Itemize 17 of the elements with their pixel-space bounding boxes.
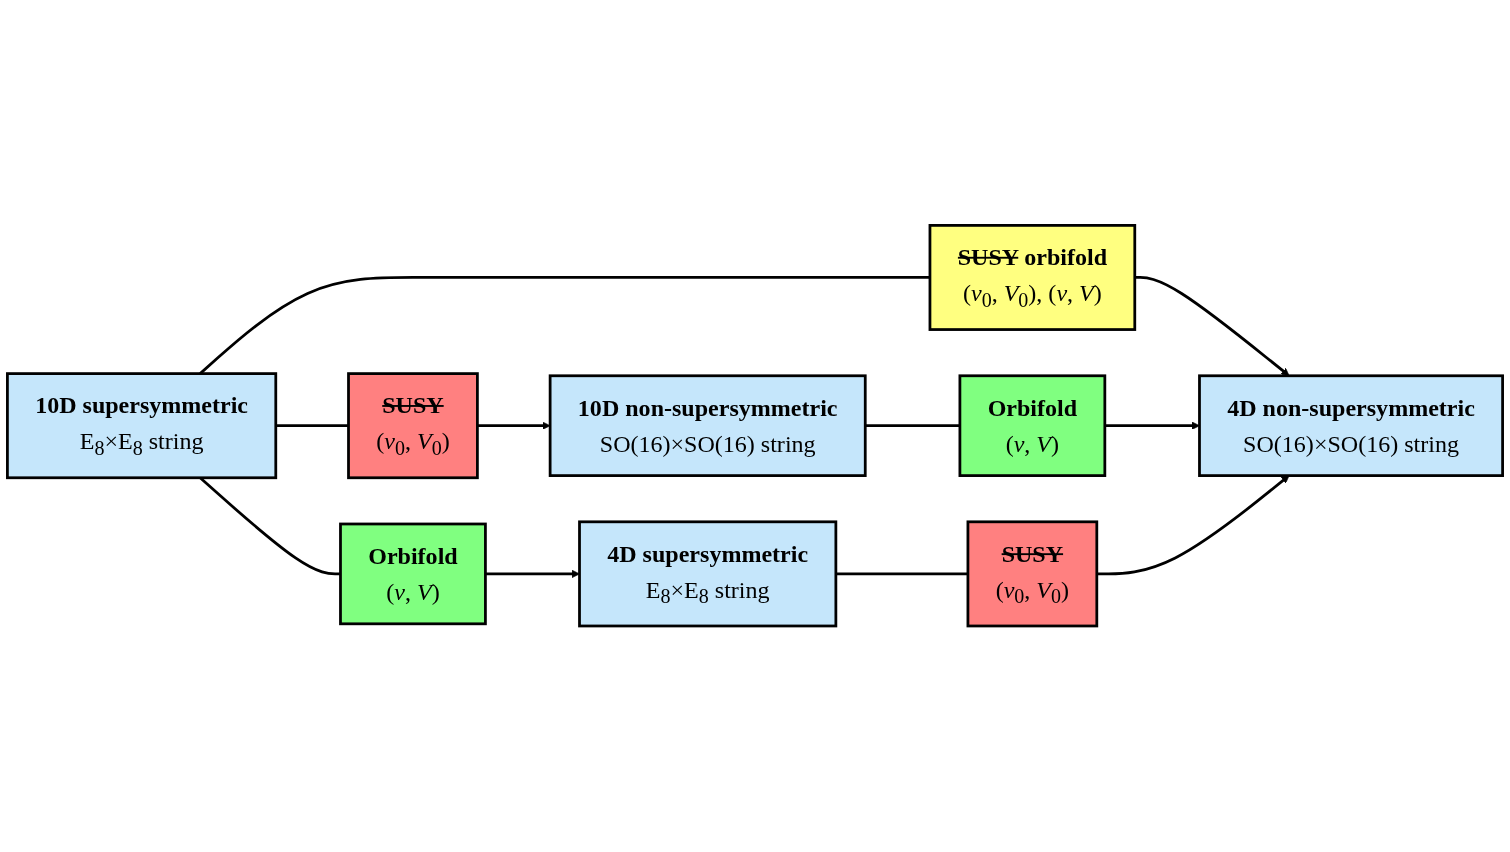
arrow [1134,276,1290,377]
connector [275,424,349,428]
arrow [477,421,551,431]
connector [835,572,968,576]
node-box: 4D supersymmetric E$_{8}$×E$_{8}$ string [578,520,838,628]
node-box: SUSY (v$_{0}$, V$_{0}$) [966,520,1099,628]
node-box: Orbifold (v, V) [958,374,1107,478]
connector [865,424,960,428]
node-box: 10D supersymmetric E$_{8}$×E$_{8}$ string [6,372,278,480]
node-box: Orbifold (v, V) [339,522,487,626]
node-box: SUSY (v$_{0}$, V$_{0}$) [347,372,479,480]
arrow [1096,475,1290,576]
node-box: 4D non-supersymmetric SO(16)×SO(16) string [1198,374,1504,478]
node-box: SUSY orbifold (v$_{0}$, V$_{0}$), (v, V) [928,224,1137,332]
arrow [1104,421,1200,431]
arrow [485,570,580,579]
node-box: 10D non-supersymmetric SO(16)×SO(16) string [548,374,867,478]
